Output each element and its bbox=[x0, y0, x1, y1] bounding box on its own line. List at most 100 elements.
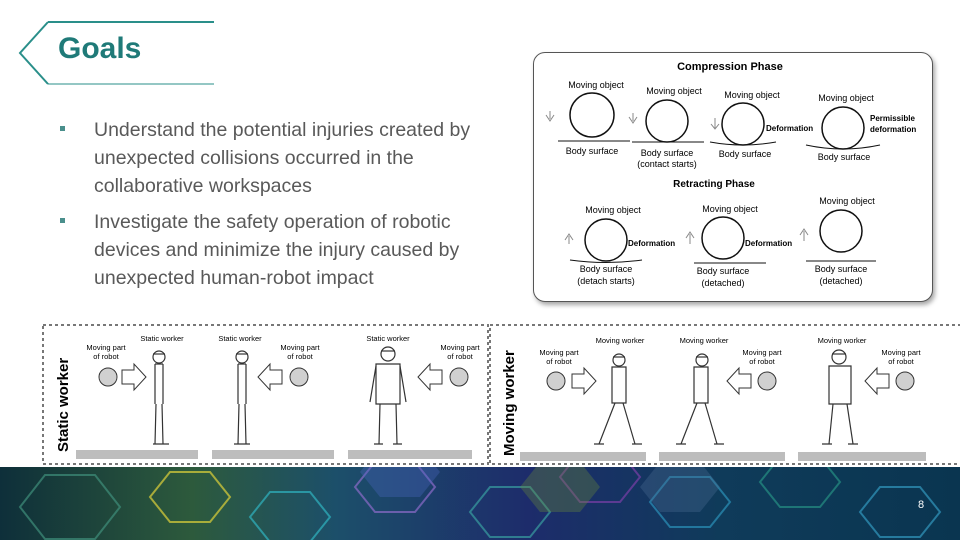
body-surface-label: Body surface bbox=[815, 264, 868, 274]
hexagon-fill-icon bbox=[360, 467, 720, 512]
body-surface-line bbox=[569, 259, 643, 263]
moving-object-label: Moving object bbox=[818, 93, 874, 103]
arrow-up-icon bbox=[564, 233, 574, 244]
body-surface-label: Body surface bbox=[697, 266, 750, 276]
detached-label: (detached) bbox=[819, 276, 862, 286]
body-surface-label: Body surface bbox=[580, 264, 633, 274]
moving-object-circle bbox=[819, 209, 863, 253]
arrow-right-icon bbox=[571, 366, 597, 396]
moving-object-circle bbox=[645, 99, 689, 143]
retracting-title: Retracting Phase bbox=[673, 179, 755, 190]
moving-object-label: Moving object bbox=[724, 90, 780, 100]
bullet-text: Investigate the safety operation of robo… bbox=[94, 211, 460, 289]
footer-banner bbox=[0, 467, 960, 540]
moving-object-label: Moving object bbox=[702, 204, 758, 214]
moving-object-label: Moving object bbox=[819, 196, 875, 206]
robot-part-circle bbox=[757, 371, 777, 391]
moving-object-circle bbox=[721, 102, 765, 146]
robot-part-circle bbox=[98, 367, 118, 387]
contact-starts-label: (contact starts) bbox=[637, 159, 697, 169]
moving-part-label: Moving part bbox=[539, 348, 579, 357]
list-item: Understand the potential injuries create… bbox=[60, 116, 510, 200]
arrow-left-icon bbox=[417, 362, 443, 392]
moving-object-circle bbox=[584, 218, 628, 262]
phase-diagram-svg: Compression Phase Moving object Body sur… bbox=[545, 61, 916, 288]
ground-bar bbox=[798, 452, 926, 461]
robot-part-circle bbox=[289, 367, 309, 387]
bullet-square-icon bbox=[60, 126, 65, 131]
arrow-down-icon bbox=[628, 113, 638, 124]
arrow-left-icon bbox=[257, 362, 283, 392]
static-panel bbox=[42, 324, 489, 465]
page-title: Goals bbox=[58, 32, 142, 65]
moving-part-label: Moving part bbox=[440, 343, 480, 352]
workers-diagram: Static worker Moving worker Moving part … bbox=[42, 324, 960, 465]
ground-bar bbox=[212, 450, 334, 459]
goals-list: Understand the potential injuries create… bbox=[60, 116, 510, 300]
worker-figure bbox=[594, 353, 642, 445]
worker-figure bbox=[152, 350, 169, 445]
deformation-label: deformation bbox=[870, 125, 916, 134]
static-worker-side-label: Static worker bbox=[55, 358, 72, 452]
moving-part-label: of robot bbox=[447, 352, 473, 361]
moving-object-circle bbox=[569, 92, 615, 138]
deformation-label: Deformation bbox=[628, 239, 675, 248]
arrow-left-icon bbox=[726, 366, 752, 396]
deformation-label: Deformation bbox=[745, 239, 792, 248]
static-worker-label: Static worker bbox=[218, 334, 262, 343]
title-chevron-icon bbox=[18, 21, 214, 85]
arrow-left-icon bbox=[864, 366, 890, 396]
body-surface-label: Body surface bbox=[566, 146, 619, 156]
moving-part-label: Moving part bbox=[742, 348, 782, 357]
robot-part-circle bbox=[546, 371, 566, 391]
body-surface-label: Body surface bbox=[641, 148, 694, 158]
moving-part-label: of robot bbox=[749, 357, 775, 366]
arrow-up-icon bbox=[685, 231, 695, 244]
worker-figure bbox=[369, 346, 407, 445]
moving-object-circle bbox=[821, 106, 865, 150]
worker-figure bbox=[676, 353, 724, 445]
arrow-down-icon bbox=[545, 111, 555, 122]
bullet-text: Understand the potential injuries create… bbox=[94, 119, 471, 197]
arrow-down-icon bbox=[710, 118, 720, 130]
moving-part-label: of robot bbox=[93, 352, 119, 361]
static-worker-label: Static worker bbox=[140, 334, 184, 343]
moving-part-label: Moving part bbox=[86, 343, 126, 352]
moving-object-circle bbox=[701, 216, 745, 260]
moving-part-label: Moving part bbox=[280, 343, 320, 352]
moving-part-label: of robot bbox=[546, 357, 572, 366]
robot-part-circle bbox=[895, 371, 915, 391]
moving-part-label: of robot bbox=[287, 352, 313, 361]
moving-part-label: Moving part bbox=[881, 348, 921, 357]
worker-figure bbox=[822, 349, 858, 445]
ground-bar bbox=[520, 452, 646, 461]
phase-diagram: Compression Phase Moving object Body sur… bbox=[533, 52, 933, 302]
list-item: Investigate the safety operation of robo… bbox=[60, 208, 510, 292]
permissible-label: Permissible bbox=[870, 114, 915, 123]
compression-title: Compression Phase bbox=[677, 61, 783, 73]
moving-part-label: of robot bbox=[888, 357, 914, 366]
ground-bar bbox=[76, 450, 198, 459]
detached-label: (detached) bbox=[701, 278, 744, 288]
moving-worker-label: Moving worker bbox=[818, 336, 867, 345]
ground-bar bbox=[659, 452, 785, 461]
moving-panel bbox=[489, 324, 960, 465]
moving-object-label: Moving object bbox=[585, 205, 641, 215]
moving-worker-label: Moving worker bbox=[680, 336, 729, 345]
moving-object-label: Moving object bbox=[568, 80, 624, 90]
page-number: 8 bbox=[918, 499, 925, 511]
body-surface-label: Body surface bbox=[719, 149, 772, 159]
ground-bar bbox=[348, 450, 472, 459]
moving-object-label: Moving object bbox=[646, 86, 702, 96]
moving-worker-label: Moving worker bbox=[596, 336, 645, 345]
worker-figure bbox=[234, 350, 250, 445]
body-surface-line bbox=[709, 141, 777, 146]
bullet-square-icon bbox=[60, 218, 65, 223]
static-worker-label: Static worker bbox=[366, 334, 410, 343]
arrow-up-icon bbox=[799, 228, 809, 241]
robot-part-circle bbox=[449, 367, 469, 387]
moving-worker-side-label: Moving worker bbox=[501, 350, 518, 456]
hexagon-pattern-icon bbox=[18, 467, 942, 540]
body-surface-label: Body surface bbox=[818, 152, 871, 162]
detach-starts-label: (detach starts) bbox=[577, 276, 635, 286]
